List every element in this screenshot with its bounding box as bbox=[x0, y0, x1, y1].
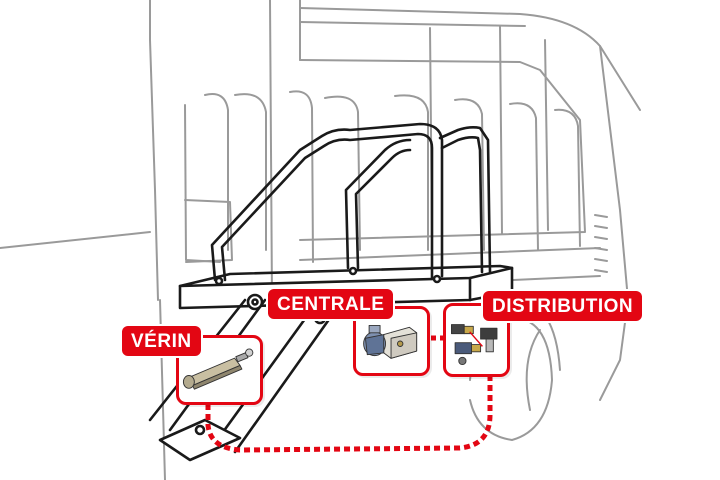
hose-distribution-to-verin bbox=[205, 375, 493, 453]
hydraulic-cylinder-icon bbox=[182, 348, 254, 390]
lift-platform bbox=[148, 122, 514, 462]
verin-label: VÉRIN bbox=[122, 326, 201, 356]
distribution-label: DISTRIBUTION bbox=[483, 291, 643, 321]
solenoid-valve-block-icon bbox=[451, 324, 498, 366]
centrale-label: CENTRALE bbox=[268, 289, 394, 319]
hydraulic-power-unit-icon bbox=[363, 325, 418, 359]
bus-outline bbox=[0, 0, 641, 480]
